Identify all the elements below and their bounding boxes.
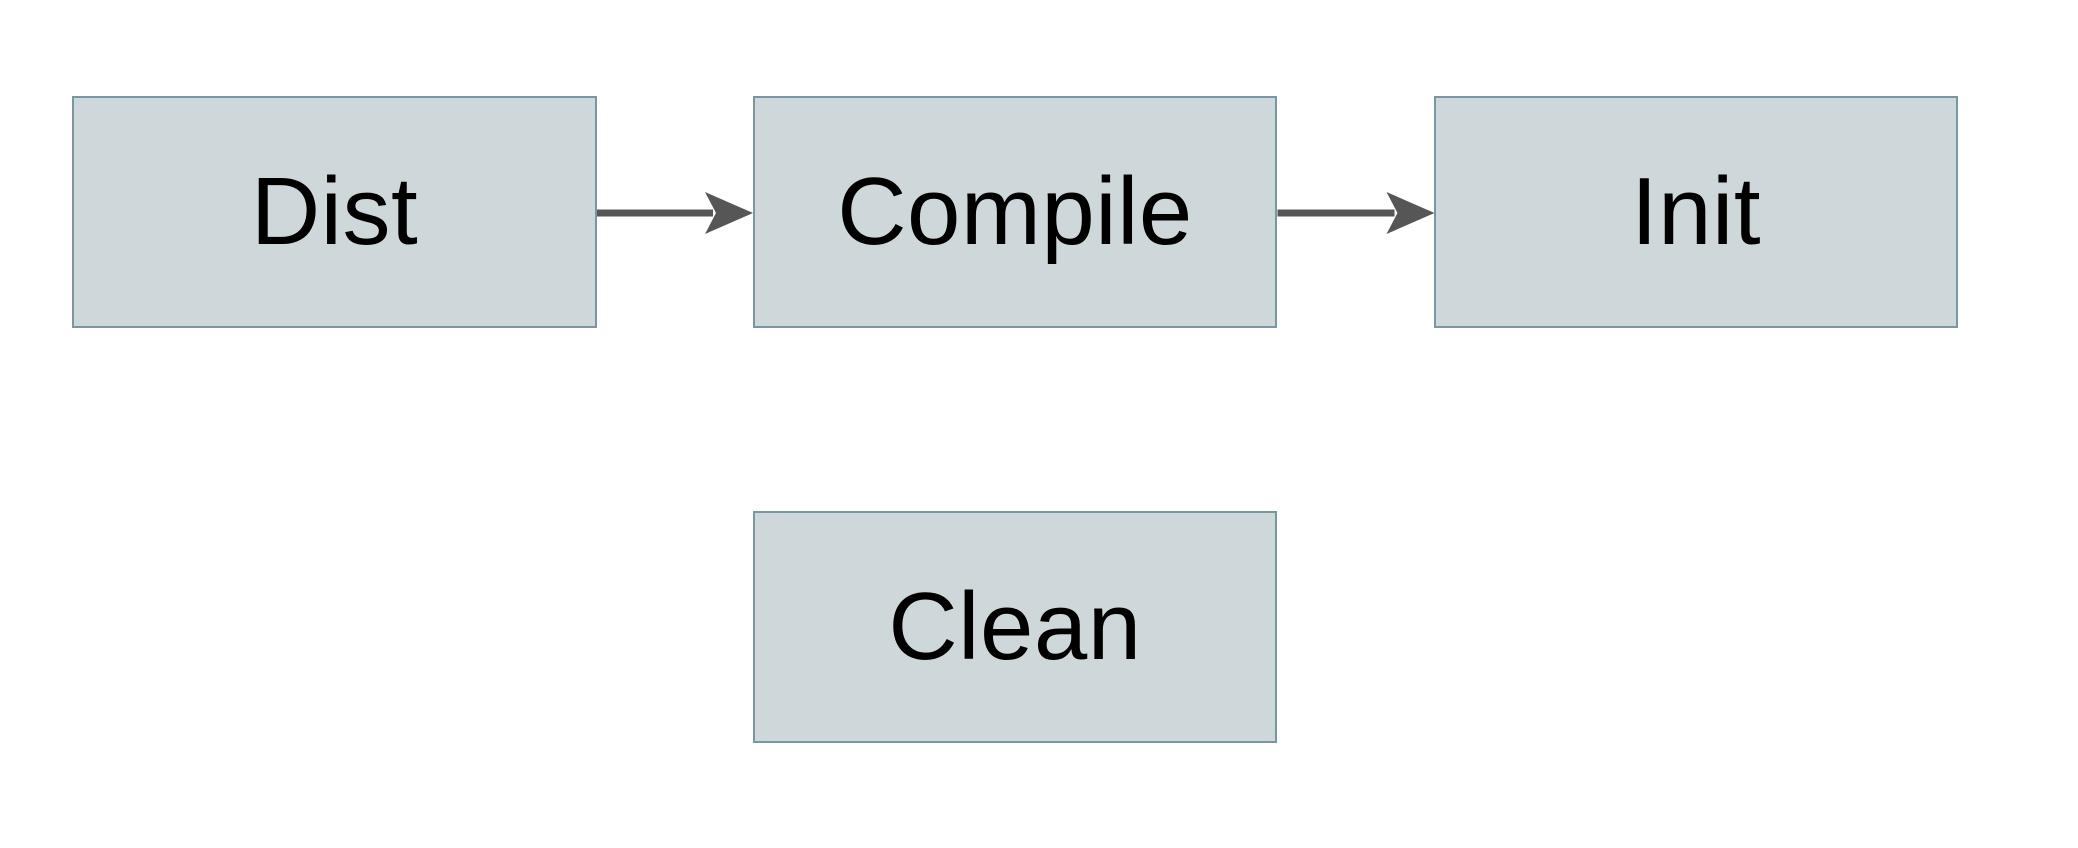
arrow-right-icon [597,192,753,234]
arrow-right-icon [1277,192,1435,234]
node-label-compile: Compile [837,158,1193,265]
node-label-dist: Dist [250,158,419,265]
node-label-init: Init [1630,158,1762,265]
node-label-clean: Clean [888,573,1142,680]
diagram-node-init[interactable]: Init [1434,96,1958,328]
diagram-edge-dist-to-compile[interactable] [597,188,757,238]
diagram-node-dist[interactable]: Dist [72,96,597,328]
diagram-node-compile[interactable]: Compile [753,96,1277,328]
diagram-edge-compile-to-init[interactable] [1277,188,1438,238]
diagram-node-clean[interactable]: Clean [753,511,1277,743]
